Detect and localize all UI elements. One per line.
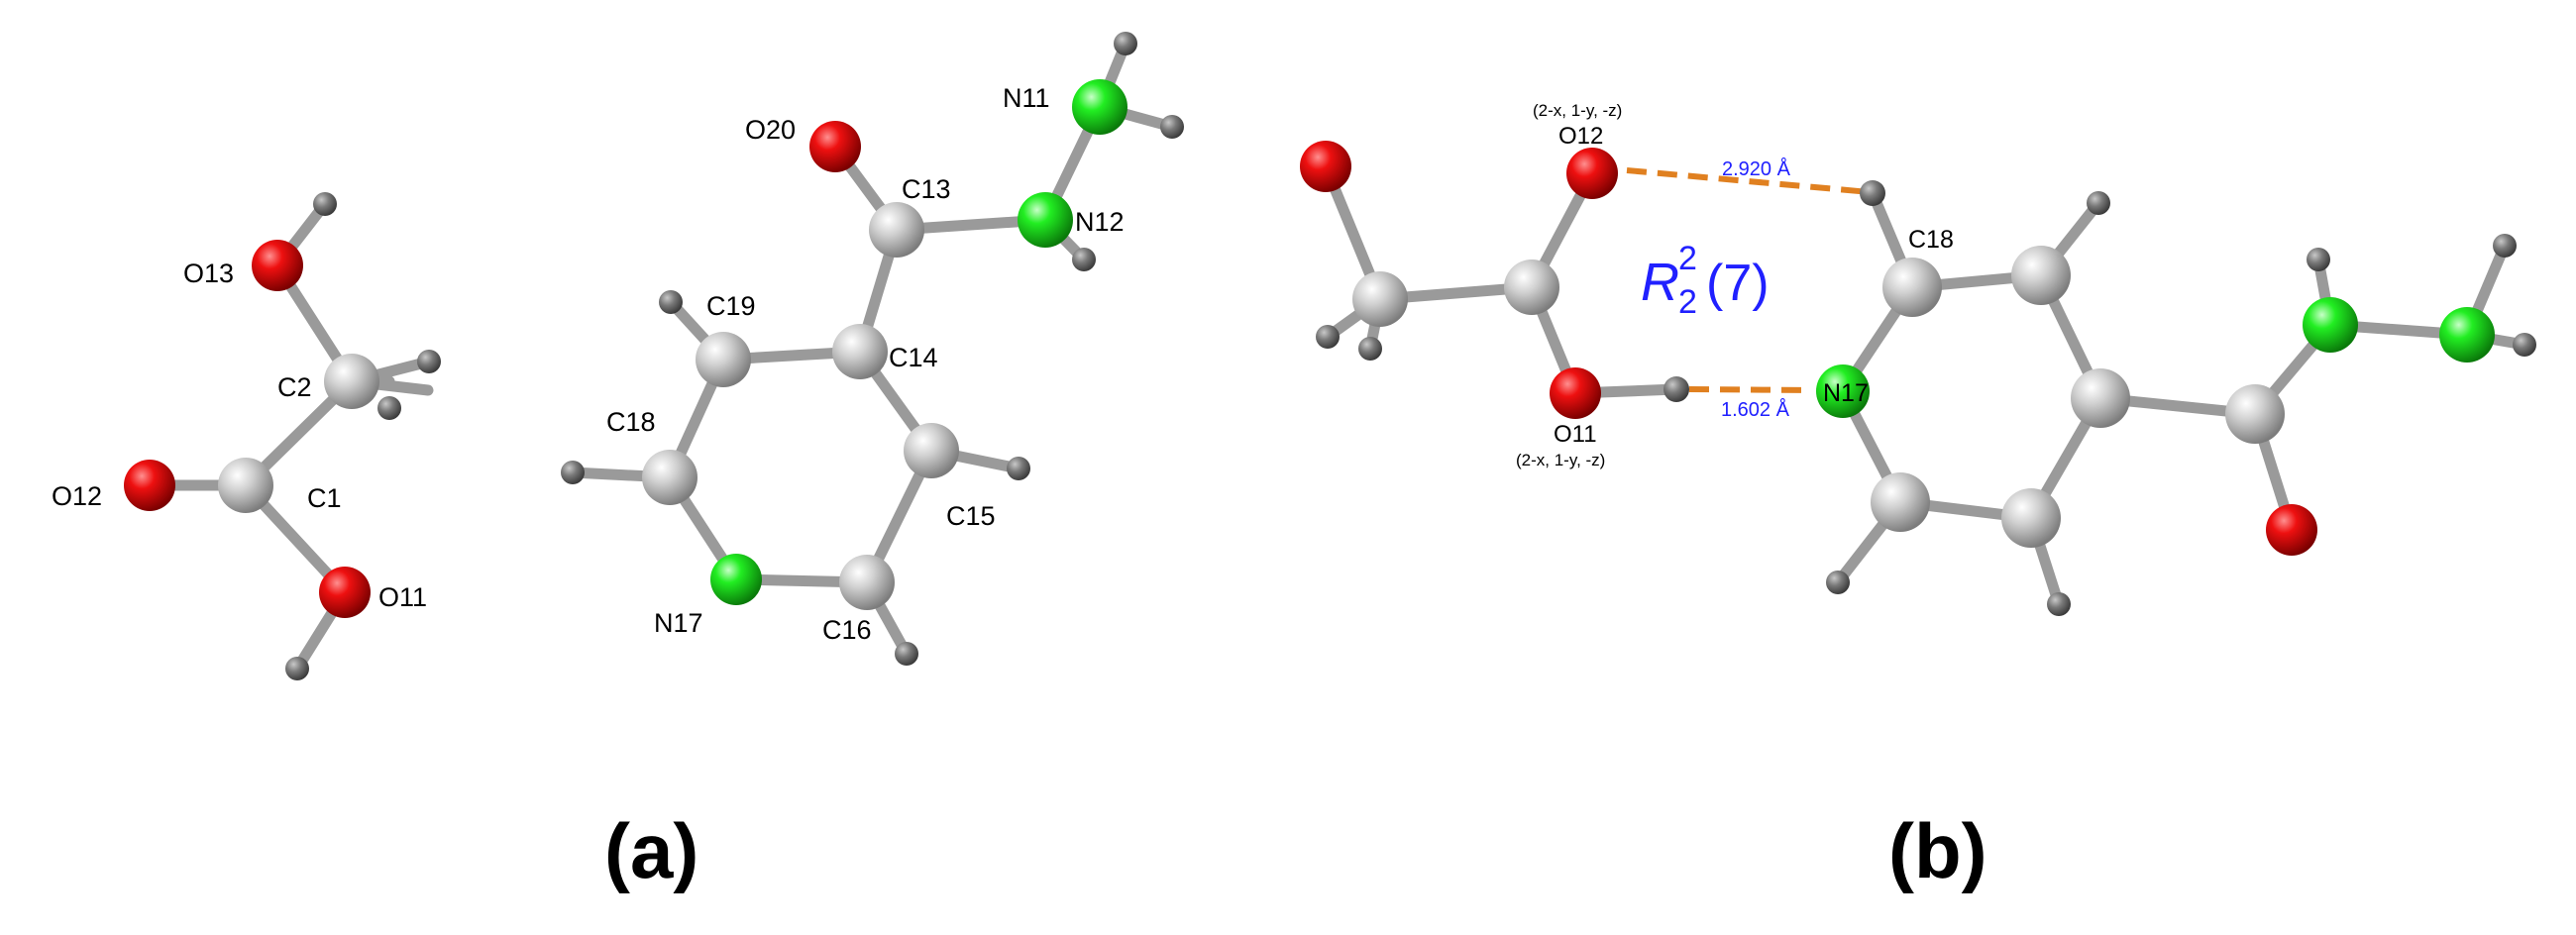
atom-label-c18: C18	[1908, 226, 1954, 254]
nitrogen-atom	[2303, 297, 2358, 353]
carbon-atom	[2011, 246, 2071, 305]
distance-label-top: 2.920 Å	[1722, 157, 1791, 180]
atom-label-c15: C15	[946, 501, 996, 531]
atom-label-c2: C2	[277, 372, 312, 402]
panel-b-caption: (b)	[1888, 807, 1987, 894]
graph-set-subscript: 2	[1678, 283, 1697, 321]
oxygen-atom-o12	[1566, 148, 1618, 199]
atom-label-o13: O13	[183, 259, 234, 288]
carbon-atom-c1	[218, 458, 273, 513]
hbond-c18-h-o12	[1626, 167, 1871, 195]
hydrogen-atom	[2493, 234, 2517, 258]
panel-b: (2-x, 1-y, -z) O12 O11 (2-x, 1-y, -z) C1…	[1300, 101, 2536, 894]
oxygen-atom-o20	[809, 121, 861, 172]
atom-label-c19: C19	[706, 291, 756, 321]
carbon-atom-c15	[904, 423, 959, 478]
graph-set-letter: R	[1641, 253, 1679, 312]
hydrogen-atom	[2513, 333, 2536, 357]
labels-a: O13 C2 O12 C1 O11 O20 C13 N11 N12 C19 C1…	[52, 83, 1125, 645]
hydrogen-atom	[1114, 32, 1137, 55]
hydrogen-atom	[417, 350, 441, 373]
carbon-atom	[2071, 368, 2130, 428]
carbon-atom	[1352, 271, 1408, 327]
atoms-a	[124, 32, 1184, 680]
atom-label-c1: C1	[307, 483, 342, 513]
symmetry-code-top: (2-x, 1-y, -z)	[1533, 101, 1622, 120]
atom-label-n17: N17	[1823, 379, 1869, 407]
oxygen-atom	[2266, 504, 2317, 556]
nitrogen-atom	[2439, 307, 2495, 363]
atom-label-n17: N17	[654, 608, 703, 638]
hydrogen-atom	[1316, 325, 1340, 349]
hydrogen-atom	[561, 461, 585, 484]
carbon-atom-c14	[832, 324, 888, 379]
hydrogen-atom	[2307, 248, 2330, 271]
carbon-atom-c19	[696, 332, 751, 387]
hydrogen-atom	[285, 657, 309, 680]
carbon-atom-c16	[839, 555, 895, 610]
nitrogen-atom-n17	[710, 554, 762, 605]
graph-set-superscript: 2	[1678, 240, 1697, 277]
carbon-atom	[2225, 384, 2285, 444]
atom-label-o20: O20	[745, 115, 796, 145]
carbon-atom	[1871, 472, 1930, 532]
hydrogen-atom	[1072, 248, 1096, 271]
graph-set-descriptor: R 2 2 (7)	[1641, 240, 1770, 321]
symmetry-code-bottom: (2-x, 1-y, -z)	[1516, 451, 1605, 469]
nitrogen-atom-n11	[1072, 79, 1127, 135]
oxygen-atom-o12	[124, 460, 175, 511]
atom-label-o11: O11	[378, 582, 427, 612]
atoms-b	[1300, 141, 2536, 616]
hydrogen-atom	[313, 192, 337, 216]
panel-a: O13 C2 O12 C1 O11 O20 C13 N11 N12 C19 C1…	[52, 32, 1184, 894]
hbond-o11-h-n17	[1688, 386, 1812, 393]
hydrogen-atom	[659, 290, 683, 314]
labels-b: (2-x, 1-y, -z) O12 O11 (2-x, 1-y, -z) C1…	[1516, 101, 1954, 469]
hydrogen-atom	[2047, 592, 2071, 616]
atom-label-c13: C13	[902, 174, 951, 204]
panel-a-caption: (a)	[604, 807, 698, 894]
hydrogen-atom	[2087, 191, 2110, 215]
carbon-atom-c2	[324, 354, 379, 409]
atom-label-o12: O12	[1558, 123, 1603, 150]
atom-label-o11: O11	[1554, 421, 1597, 448]
nitrogen-atom-n17	[1816, 364, 1870, 418]
oxygen-atom-o11	[319, 567, 371, 618]
hydrogen-atom	[1664, 376, 1689, 402]
atom-label-n12: N12	[1075, 207, 1125, 237]
carbon-atom-c18	[642, 450, 698, 505]
graph-set-ring-size: (7)	[1706, 255, 1770, 312]
carbon-atom	[1504, 260, 1559, 315]
hydrogen-atom	[377, 396, 401, 420]
hydrogen-atom	[1160, 115, 1184, 139]
oxygen-atom-o11	[1550, 367, 1601, 419]
carbon-atom-c13	[869, 202, 924, 258]
nitrogen-atom-n12	[1018, 192, 1073, 248]
hydrogen-bonds	[1626, 167, 1871, 393]
hydrogen-atom	[1358, 337, 1382, 361]
hydrogen-atom	[895, 642, 918, 666]
oxygen-atom-o13	[252, 240, 303, 291]
atom-label-n11: N11	[1003, 83, 1050, 113]
atom-label-c14: C14	[889, 343, 938, 372]
hydrogen-atom	[1826, 571, 1850, 594]
oxygen-atom	[1300, 141, 1351, 192]
atom-label-o12: O12	[52, 481, 102, 511]
carbon-atom-c18	[1882, 258, 1942, 317]
carbon-atom	[2001, 488, 2061, 548]
hydrogen-atom	[1860, 180, 1885, 206]
hydrogen-atom	[1007, 457, 1030, 480]
distance-label-bottom: 1.602 Å	[1721, 398, 1790, 421]
atom-label-c18: C18	[606, 407, 656, 437]
bonds-a	[144, 38, 1178, 675]
atom-label-c16: C16	[822, 615, 872, 645]
